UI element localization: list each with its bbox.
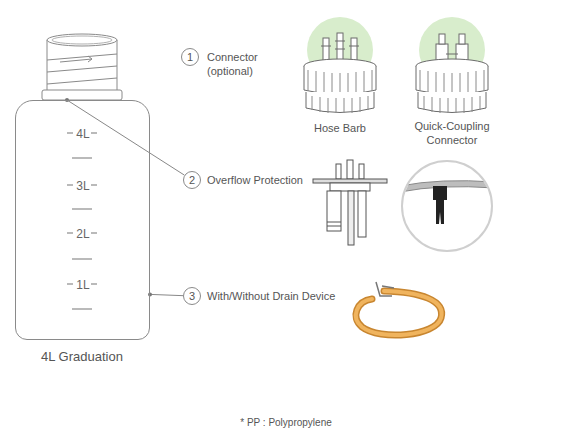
barb-ring (321, 41, 359, 49)
graduation-ticks (67, 133, 97, 309)
quick-coupling-cap (416, 17, 488, 113)
dip-rod (358, 191, 366, 237)
hose-barb-cap (304, 17, 376, 113)
graduation-label: 3L (68, 179, 98, 193)
part-label: Overflow Protection (207, 173, 347, 187)
leader-line (150, 294, 183, 295)
port-tube (359, 164, 364, 179)
drain-hose-outline (356, 291, 442, 335)
footnote: * PP : Polypropylene (186, 416, 386, 429)
coupling-link (446, 54, 458, 55)
part-label: Connector (optional) (207, 50, 271, 78)
bottle-neck (42, 34, 122, 100)
graduation-label: 2L (68, 227, 98, 241)
callout-number: 1 (181, 48, 199, 66)
coupling-nipple (459, 34, 465, 44)
neck-side (47, 40, 48, 90)
port-tube (336, 164, 341, 179)
float-detail (327, 222, 341, 226)
part-label: With/Without Drain Device (207, 289, 367, 303)
bottle-caption: 4L Graduation (22, 349, 142, 365)
lid-plate (313, 179, 387, 183)
drain-hose (356, 291, 442, 335)
cap-body (304, 59, 376, 113)
graduation-label: 4L (68, 127, 98, 141)
callout-number-text: 3 (189, 291, 195, 302)
cap-body (416, 59, 488, 113)
mount-block (330, 183, 370, 191)
part-label: Quick-Coupling Connector (407, 119, 497, 147)
drain-device (356, 282, 442, 335)
callout-number-text: 2 (189, 175, 195, 186)
coupling-nipple (439, 34, 445, 44)
neck-side (117, 40, 118, 90)
zoom-circle (402, 161, 492, 251)
neck-opening-inner (52, 36, 112, 44)
graduation-label: 1L (68, 278, 98, 292)
leader-line (67, 100, 184, 175)
neck-opening (47, 34, 117, 46)
port-tube (347, 160, 353, 179)
part-label: Hose Barb (300, 121, 380, 135)
callout-number: 2 (183, 171, 201, 189)
dip-rod (348, 191, 354, 245)
screw-thread (47, 54, 117, 84)
neck-collar (42, 90, 122, 100)
bottle-body: 4L 3L 2L 1L (15, 100, 150, 340)
hose-clamp (376, 282, 394, 296)
lid-section (400, 181, 495, 192)
float-cylinder (327, 191, 341, 231)
leader-dot (148, 292, 152, 296)
overflow-device (313, 160, 387, 245)
zoom-detail (400, 161, 495, 251)
valve-head (433, 186, 447, 200)
thread-arrow (60, 56, 92, 62)
valve-stem (436, 200, 444, 224)
callout-number-text: 1 (187, 52, 193, 63)
callout-number: 3 (183, 287, 201, 305)
